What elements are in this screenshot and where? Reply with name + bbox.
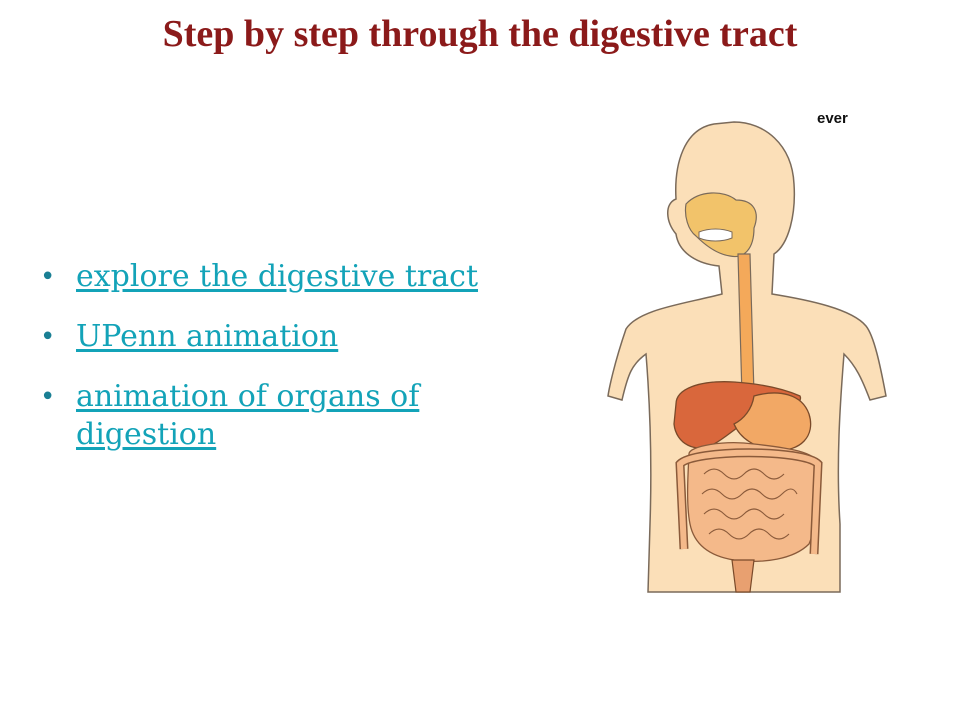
bullet-icon: • — [40, 382, 56, 412]
link-explore-digestive-tract[interactable]: explore the digestive tract — [76, 259, 479, 294]
list-item-organs: • animation of organs of digestion — [40, 378, 560, 454]
bullet-icon: • — [40, 262, 56, 292]
teeth — [698, 228, 733, 242]
slide-title: Step by step through the digestive tract — [162, 13, 798, 55]
list-item-upenn: • UPenn animation — [40, 318, 560, 356]
small-intestine — [686, 442, 821, 562]
link-list: • explore the digestive tract • UPenn an… — [40, 258, 560, 476]
mouth-region — [684, 192, 757, 258]
digestive-system-illustration — [607, 121, 887, 593]
rectum — [731, 559, 755, 593]
ever-label: ever — [817, 110, 848, 127]
link-upenn-animation[interactable]: UPenn animation — [76, 319, 339, 354]
list-item-explore: • explore the digestive tract — [40, 258, 560, 296]
bullet-icon: • — [40, 322, 56, 352]
link-animation-organs[interactable]: animation of organs of digestion — [76, 379, 420, 452]
